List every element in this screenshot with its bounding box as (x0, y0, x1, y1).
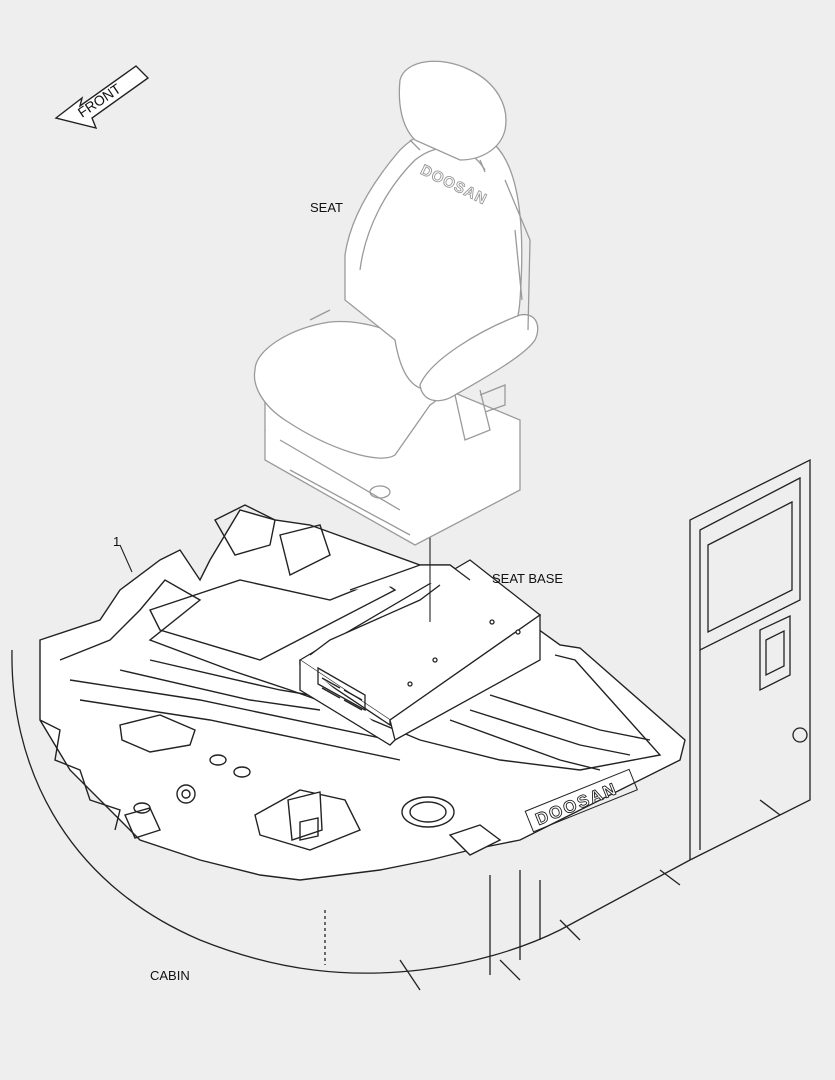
seat-base-label: SEAT BASE (492, 571, 564, 586)
operator-seat: DOOSAN (253, 60, 539, 546)
cabin-label: CABIN (150, 968, 190, 983)
callout-1-label: 1 (113, 534, 121, 549)
front-arrow: FRONT (54, 65, 150, 130)
callout-1-leader (119, 544, 133, 573)
cabin-outline (11, 458, 811, 991)
seat-label: SEAT (310, 200, 343, 215)
